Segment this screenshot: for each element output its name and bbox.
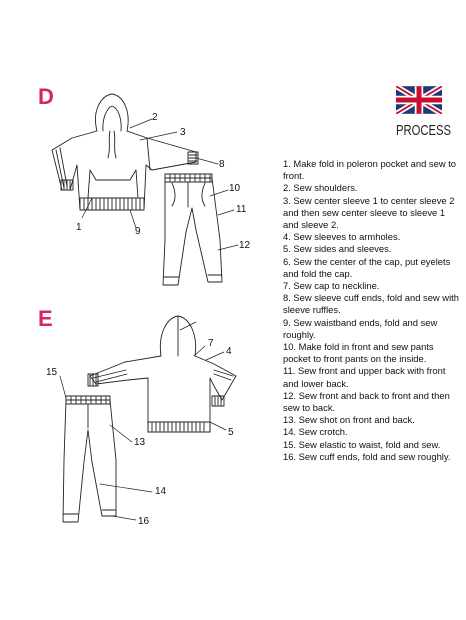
callout-9: 9 bbox=[135, 226, 141, 237]
pants-front-drawing-d bbox=[162, 173, 223, 286]
callout-8: 8 bbox=[219, 159, 225, 170]
step-4: 4. Sew sleeves to armholes. bbox=[283, 231, 401, 243]
hoodie-back-drawing bbox=[87, 315, 237, 433]
step-6: 6. Sew the center of the cap, put eyelet… bbox=[283, 255, 451, 279]
section-letter-e: E bbox=[38, 306, 53, 331]
callout-5: 5 bbox=[228, 427, 234, 438]
process-steps-list: 1. Make fold in poleron pocket and sew t… bbox=[283, 158, 463, 463]
callout-13: 13 bbox=[134, 437, 146, 448]
step-9: 9. Sew waistband ends, fold and sew roug… bbox=[283, 316, 438, 340]
step-10: 10. Make fold in front and sew pants poc… bbox=[283, 341, 434, 365]
callout-4: 4 bbox=[226, 346, 232, 357]
callout-14: 14 bbox=[155, 486, 167, 497]
step-7: 7. Sew cap to neckline. bbox=[283, 280, 380, 292]
callout-1: 1 bbox=[76, 222, 82, 233]
step-8: 8. Sew sleeve cuff ends, fold and sew wi… bbox=[283, 292, 459, 316]
callout-3: 3 bbox=[180, 127, 186, 138]
callout-2: 2 bbox=[152, 112, 158, 123]
callout-12: 12 bbox=[239, 240, 251, 251]
union-jack-flag-icon bbox=[396, 86, 442, 114]
callout-15: 15 bbox=[46, 367, 58, 378]
callout-11: 11 bbox=[236, 204, 247, 215]
step-14: 14. Sew crotch. bbox=[283, 426, 348, 438]
callout-7: 7 bbox=[208, 338, 214, 349]
pants-back-drawing-e bbox=[62, 395, 117, 523]
step-11: 11. Sew front and upper back with front … bbox=[283, 365, 446, 389]
step-12: 12. Sew front and back to front and then… bbox=[283, 389, 450, 414]
process-label: PROCESS bbox=[396, 122, 452, 139]
step-15: 15. Sew elastic to waist, fold and sew. bbox=[283, 438, 441, 450]
callout-10: 10 bbox=[229, 183, 241, 194]
hoodie-front-drawing bbox=[51, 93, 199, 211]
step-2: 2. Sew shoulders. bbox=[283, 182, 358, 194]
callout-leaders bbox=[59, 118, 239, 521]
step-1: 1. Make fold in poleron pocket and sew t… bbox=[283, 158, 457, 182]
step-16: 16. Sew cuff ends, fold and sew roughly. bbox=[283, 450, 451, 462]
step-5: 5. Sew sides and sleeves. bbox=[283, 243, 392, 255]
step-13: 13. Sew shot on front and back. bbox=[283, 414, 415, 426]
step-3: 3. Sew center sleeve 1 to center sleeve … bbox=[283, 194, 455, 231]
section-letter-d: D bbox=[38, 84, 54, 109]
callout-16: 16 bbox=[138, 516, 150, 527]
